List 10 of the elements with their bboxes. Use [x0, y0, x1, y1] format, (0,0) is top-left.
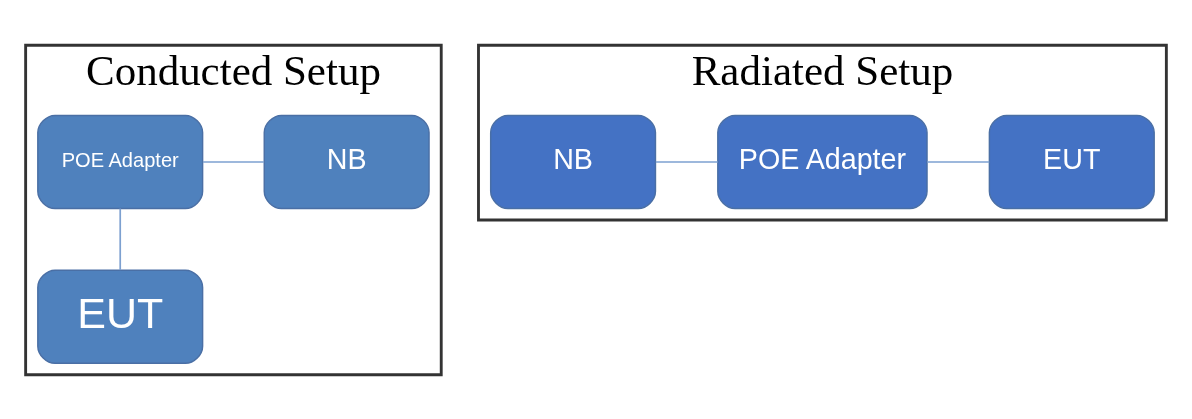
- node-box: POE Adapter: [37, 114, 204, 209]
- connector: [926, 160, 991, 163]
- node-box: EUT: [988, 114, 1155, 209]
- connector: [119, 207, 122, 271]
- node-box: NB: [263, 114, 430, 209]
- connector: [202, 160, 265, 163]
- connector: [655, 160, 719, 163]
- node-box: EUT: [37, 268, 204, 364]
- node-box: POE Adapter: [717, 114, 928, 209]
- node-box: NB: [489, 114, 657, 209]
